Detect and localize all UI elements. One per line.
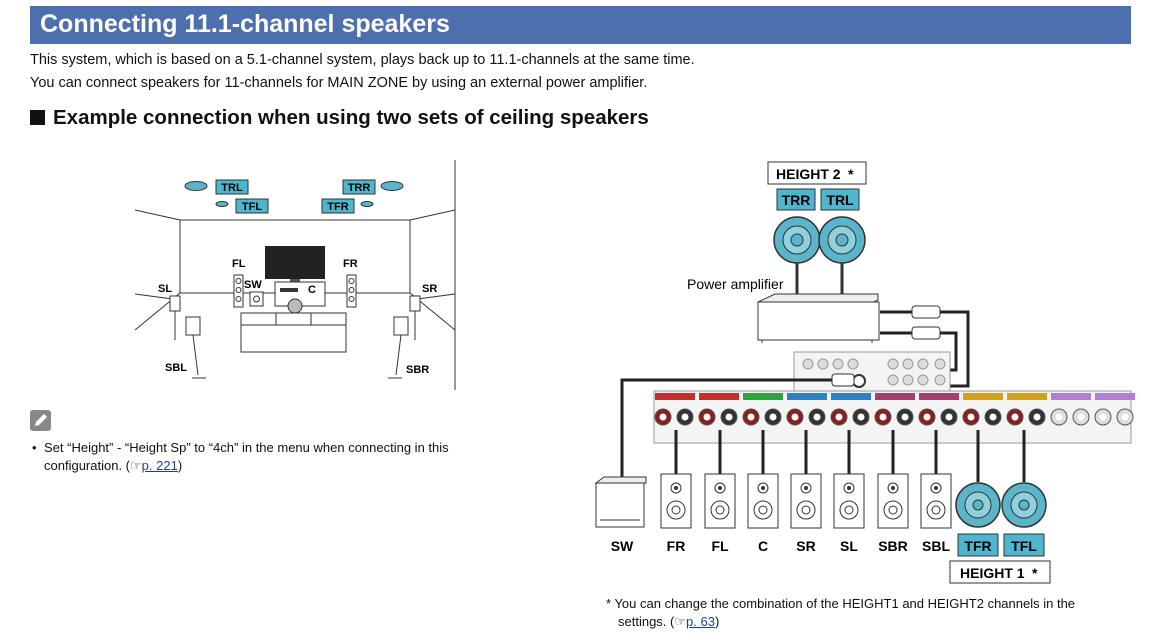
room-diagram: TRL TFL TRR TFR FL FR SW C [134,160,456,390]
tag-box [1003,533,1045,557]
speaker-terminal-icon [918,408,936,426]
page-title: Connecting 11.1-channel speakers [40,10,450,38]
terminal-group-label [1095,393,1135,400]
sofa-icon [240,298,347,353]
power-amplifier-label: Power amplifier [687,276,784,292]
tag-box [957,533,999,557]
title-bar: Connecting 11.1-channel speakers [30,6,1131,44]
terminal-group-label [787,393,827,400]
bottom-label-sw: SW [611,538,634,554]
tag-trr-2: TRR [782,192,811,208]
label-sl: SL [158,283,172,295]
bottom-label-tfl: TFL [1011,538,1037,554]
bottom-label-fr: FR [667,538,686,554]
speaker-terminal-icon [984,408,1002,426]
asterisk: * [606,596,612,611]
tag-trr: TRR [348,182,371,194]
label-c: C [308,284,316,296]
tag-tfr: TFR [327,201,348,213]
pencil-icon [30,410,51,431]
page-link-63[interactable]: p. 63 [686,614,715,629]
label-fr: FR [343,258,358,270]
bottom-label-sbr: SBR [878,538,908,554]
terminal-group-label [875,393,915,400]
section-heading: Example connection when using two sets o… [30,106,649,130]
label-sbr: SBR [406,364,429,376]
ceiling-speaker-icon [773,216,866,264]
square-bullet-icon [30,110,45,125]
terminal-group-label [963,393,1003,400]
asterisk: * [848,166,854,182]
terminal-group-label [1051,393,1091,400]
speaker-sw-icon [594,476,647,528]
label-fl: FL [232,258,246,270]
terminal-group-label [1007,393,1047,400]
terminal-group-label [655,393,695,400]
speaker-terminal-icon [874,408,892,426]
speaker-tfl-icon [1001,430,1047,528]
speaker-fl-icon [704,430,736,529]
speaker-sbl-icon [920,430,952,529]
hand-pointer-icon: ☞ [674,614,687,629]
speaker-sr-icon [790,430,822,529]
terminal-group-label [831,393,871,400]
terminal-group-label [919,393,959,400]
bottom-label-sl: SL [840,538,858,554]
speaker-tfr-icon [955,430,1001,528]
height2-label: HEIGHT 2 [776,166,841,182]
hand-pointer-icon: ☞ [130,458,142,473]
bottom-label-sbl: SBL [922,538,950,554]
speaker-terminal-icon [830,408,848,426]
speaker-terminal-icon [720,408,738,426]
label-sbl: SBL [165,362,187,374]
intro-line-2: You can connect speakers for 11-channels… [30,75,648,91]
tag-trl-2: TRL [826,192,854,208]
speaker-terminal-icon [962,408,980,426]
speaker-terminal-icon [1028,408,1046,426]
speaker-fr-icon [660,430,692,529]
height1-label: HEIGHT 1 [960,565,1025,581]
speaker-terminal-icon [1094,408,1112,426]
label-sr: SR [422,283,437,295]
intro-line-1: This system, which is based on a 5.1-cha… [30,52,695,68]
page-link-221[interactable]: p. 221 [141,458,178,473]
bottom-label-sr: SR [796,538,815,554]
tag-tfl: TFL [242,201,262,213]
speaker-terminal-icon [698,408,716,426]
bullet: • [32,440,37,455]
note-text: •Set “Height” - “Height Sp” to “4ch” in … [32,440,449,473]
speaker-c-icon [747,430,779,529]
terminal-group-label [743,393,783,400]
speaker-terminal-icon [1072,408,1090,426]
tag-trl: TRL [221,182,243,194]
speaker-terminal-icon [654,408,672,426]
footnote: * You can change the combination of the … [606,596,1076,629]
speaker-terminal-icon [852,408,870,426]
front-speaker-icon [233,274,357,308]
speaker-sbr-icon [877,430,909,529]
speaker-terminal-icon [896,408,914,426]
power-amplifier-icon [757,293,880,343]
speaker-terminal-icon [786,408,804,426]
label-sw: SW [244,279,262,291]
speaker-terminal-icon [676,408,694,426]
speaker-terminal-icon [1116,408,1134,426]
asterisk: * [1032,565,1038,581]
bottom-label-c: C [758,538,768,554]
speaker-terminal-icon [742,408,760,426]
speaker-terminal-icon [808,408,826,426]
bottom-label-fl: FL [711,538,729,554]
speaker-terminal-icon [764,408,782,426]
speaker-terminal-icon [1006,408,1024,426]
ceiling-speaker-icon [184,181,404,207]
surround-speaker-icon [169,295,421,379]
bottom-label-tfr: TFR [964,538,991,554]
terminal-group-label [699,393,739,400]
speaker-sl-icon [833,430,865,529]
speaker-terminal-icon [1050,408,1068,426]
speaker-terminal-icon [940,408,958,426]
